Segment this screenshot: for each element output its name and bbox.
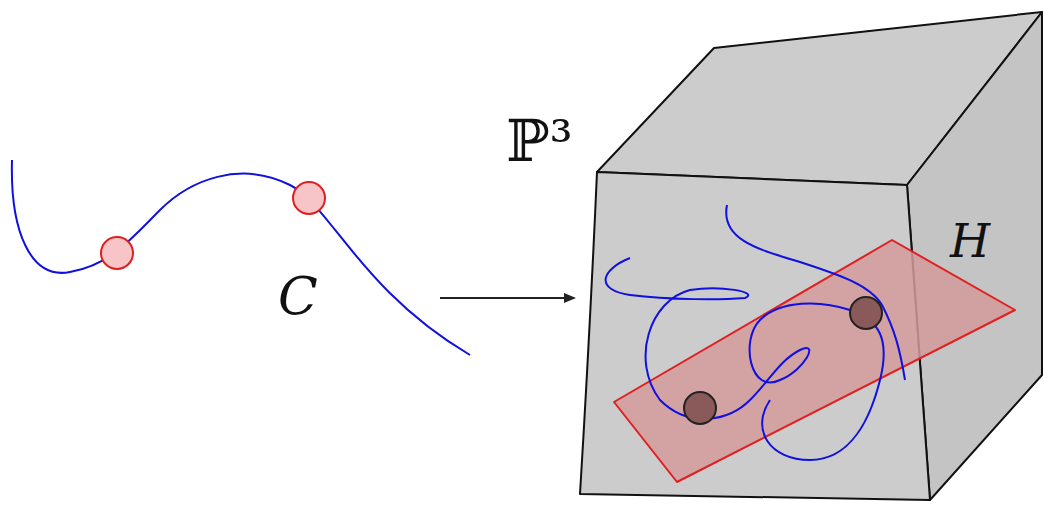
hyperplane (614, 240, 1015, 482)
marked-point (101, 237, 133, 269)
intersection-point (850, 297, 882, 329)
plane-label: H (950, 218, 990, 264)
marked-point (293, 182, 325, 214)
curve-label: C (278, 270, 318, 322)
map-arrow (440, 297, 574, 299)
space-label: ℙ³ (506, 112, 573, 170)
embedded-curve (606, 258, 884, 460)
intersection-point (684, 392, 716, 424)
embedded-curve (726, 205, 905, 380)
cube-right (907, 12, 1042, 500)
curve-c (12, 160, 470, 355)
